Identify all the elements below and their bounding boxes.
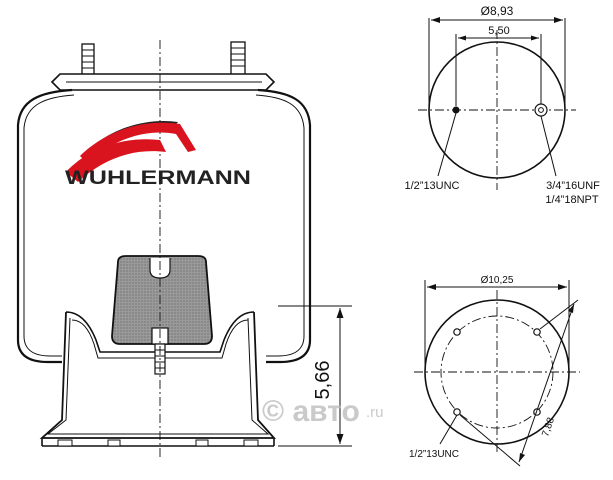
top-view: Ø8,93 5,50 1/2”13UNC 3/4”16UNF 1/4”18NPT: [404, 4, 600, 206]
top-left-thread-label: 1/2”13UNC: [404, 180, 459, 192]
bolt-hole-top-right: [533, 328, 541, 336]
bolt-hole-top-left: [453, 328, 461, 336]
watermark-suffix: .ru: [366, 404, 384, 421]
brand-logo: WUHLERMANN: [65, 120, 251, 189]
bottom-thread-label: 1/2”13UNC: [409, 449, 459, 460]
bellow-outline: [16, 88, 312, 364]
top-right-thread-label-2: 1/4”18NPT: [545, 194, 598, 206]
top-right-thread-label-1: 3/4”16UNF: [546, 180, 600, 192]
top-outer-diameter: Ø8,93: [481, 4, 514, 18]
top-plate: [50, 73, 276, 91]
bumper-pad: [111, 255, 213, 375]
left-stud-hole: [452, 106, 460, 114]
top-stud-spacing: 5,50: [488, 25, 509, 37]
watermark: © авто .ru: [262, 395, 384, 428]
side-view: 5,66: [16, 40, 352, 460]
brand-name: WUHLERMANN: [65, 168, 251, 189]
height-dimension: 5,66: [278, 305, 352, 447]
watermark-text: © авто: [262, 395, 360, 428]
bottom-bolt-circle: 7,88: [540, 416, 557, 438]
height-dim-label: 5,66: [312, 361, 334, 400]
bolt-hole-bottom-left: [453, 408, 461, 416]
bottom-view: Ø10,25 7,88 1/2”13UNC: [409, 275, 580, 467]
bottom-outer-diameter: Ø10,25: [481, 275, 514, 286]
top-stud-left: [81, 43, 95, 82]
swoosh-red-lower: [66, 139, 166, 182]
